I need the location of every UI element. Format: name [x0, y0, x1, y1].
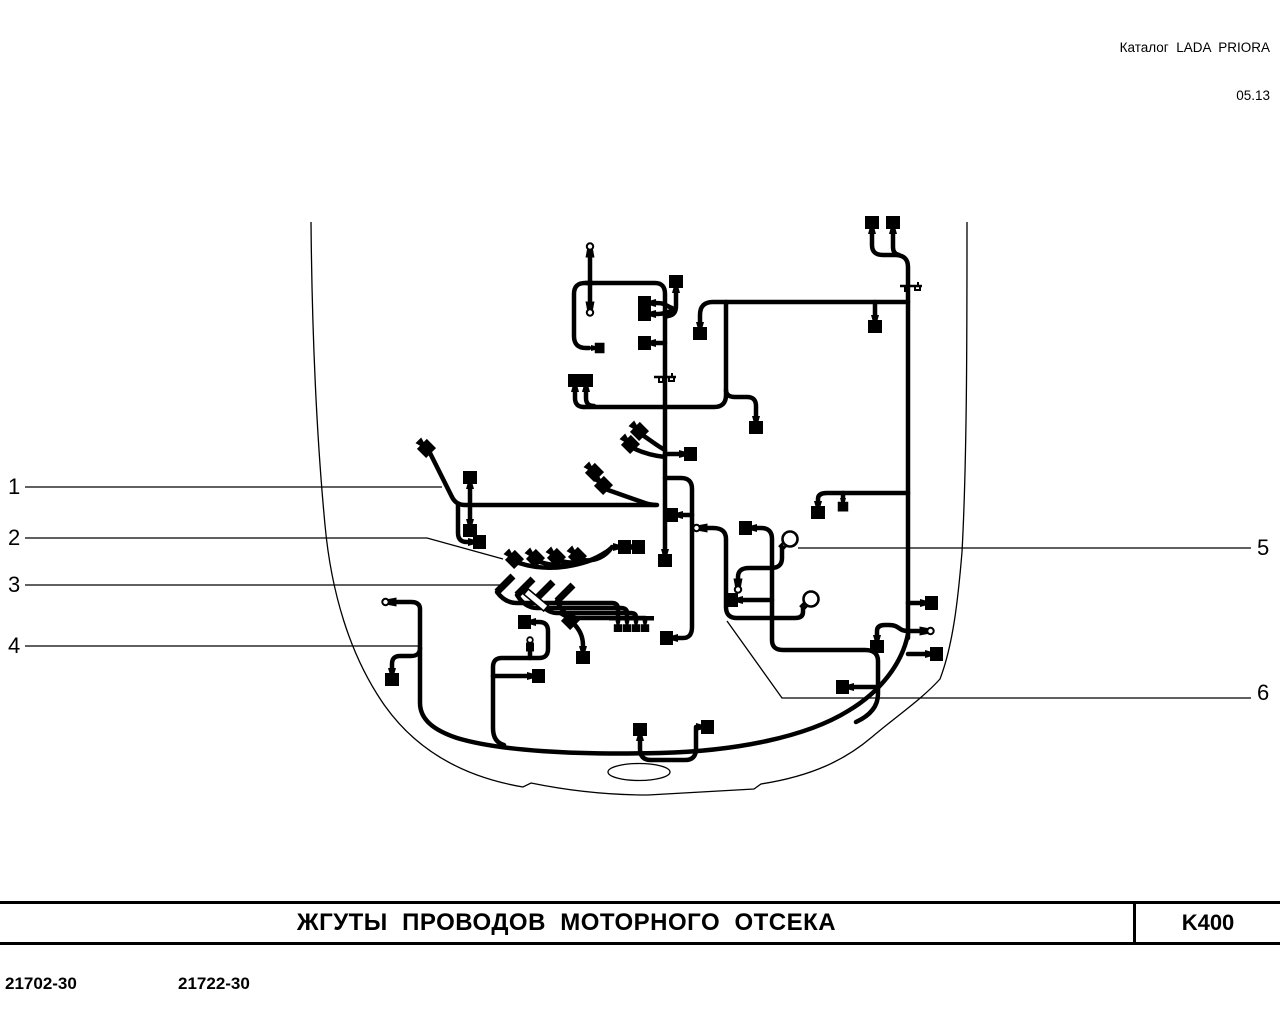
connector-icon	[886, 216, 900, 234]
connector-icon	[463, 471, 477, 489]
title-bar-divider	[1133, 904, 1136, 942]
callout-1: 1	[8, 474, 20, 499]
connector-icon	[660, 631, 678, 645]
callout-3: 3	[8, 572, 20, 597]
sheet-code: K400	[1181, 910, 1235, 935]
connector-icon	[693, 322, 707, 340]
ring-terminal-icon	[732, 577, 744, 594]
connector-icon	[463, 519, 477, 537]
code-cell: K400	[1136, 904, 1280, 942]
leader-6	[726, 620, 1251, 699]
connector-icon	[633, 723, 647, 741]
connector-icon	[579, 374, 593, 392]
callout-6: 6	[1257, 680, 1269, 705]
connector-icon	[749, 416, 763, 434]
part-number-1: 21702-30	[5, 974, 77, 993]
connector-icon	[638, 336, 656, 350]
ring-terminal-icon	[692, 522, 709, 534]
connector-icon	[468, 535, 486, 549]
connector-icon	[638, 307, 656, 321]
connector-icon	[865, 216, 879, 234]
connector-icon	[837, 498, 849, 512]
edition-date: 05.13	[1236, 88, 1270, 103]
connector-icon	[679, 447, 697, 461]
callout-labels: 1 2 3 4 5 6	[8, 474, 1269, 705]
ring-terminal-icon	[584, 242, 596, 259]
leader-2	[25, 537, 504, 560]
connector-icon	[576, 646, 590, 664]
connector-icon	[696, 720, 714, 734]
connector-icon	[739, 521, 757, 535]
connector-icon	[669, 275, 683, 293]
connector-icon	[836, 680, 854, 694]
ring-terminal-icon	[381, 596, 398, 608]
connector-icon	[581, 459, 605, 483]
header: Каталог LADA PRIORA 05.13	[1120, 8, 1270, 136]
part-numbers: 21702-30 21722-30	[0, 974, 1280, 998]
cable-tie-marker	[522, 587, 550, 613]
connector-icon	[518, 615, 536, 629]
spark-terminal-icon	[631, 621, 641, 632]
connector-icon	[527, 669, 545, 683]
connector-icon	[811, 501, 825, 519]
connector-icon	[925, 647, 943, 661]
connector-icon	[658, 549, 672, 567]
callout-4: 4	[8, 633, 20, 658]
connector-icon	[868, 315, 882, 333]
connector-icon	[920, 596, 938, 610]
harness-wires	[389, 231, 928, 763]
sheet-title: ЖГУТЫ ПРОВОДОВ МОТОРНОГО ОТСЕКА	[296, 909, 837, 936]
callout-leaders	[25, 486, 1251, 699]
keyhole-terminal-icon	[525, 636, 535, 653]
connector-icon	[385, 668, 399, 686]
connectors	[381, 216, 943, 741]
spark-terminal-icon	[640, 621, 650, 632]
connector-icon	[725, 593, 743, 607]
callout-5: 5	[1257, 535, 1269, 560]
callout-2: 2	[8, 525, 20, 550]
spark-terminal-icon	[622, 621, 632, 632]
connector-icon	[591, 342, 605, 354]
connector-icon	[665, 508, 683, 522]
body-opening-oval	[607, 762, 671, 782]
title-bar: ЖГУТЫ ПРОВОДОВ МОТОРНОГО ОТСЕКА K400	[0, 901, 1280, 945]
ring-terminal-icon	[918, 625, 935, 637]
connector-icon	[870, 635, 884, 653]
terminal-strap	[609, 616, 654, 621]
body-outline	[310, 221, 968, 796]
part-number-2: 21722-30	[178, 974, 250, 993]
harness-clip-icon	[898, 280, 924, 293]
spark-terminal-icon	[613, 621, 623, 632]
ring-terminal-icon	[584, 300, 596, 317]
title-cell: ЖГУТЫ ПРОВОДОВ МОТОРНОГО ОТСЕКА	[0, 904, 1133, 942]
catalog-title: Каталог LADA PRIORA	[1119, 40, 1270, 55]
